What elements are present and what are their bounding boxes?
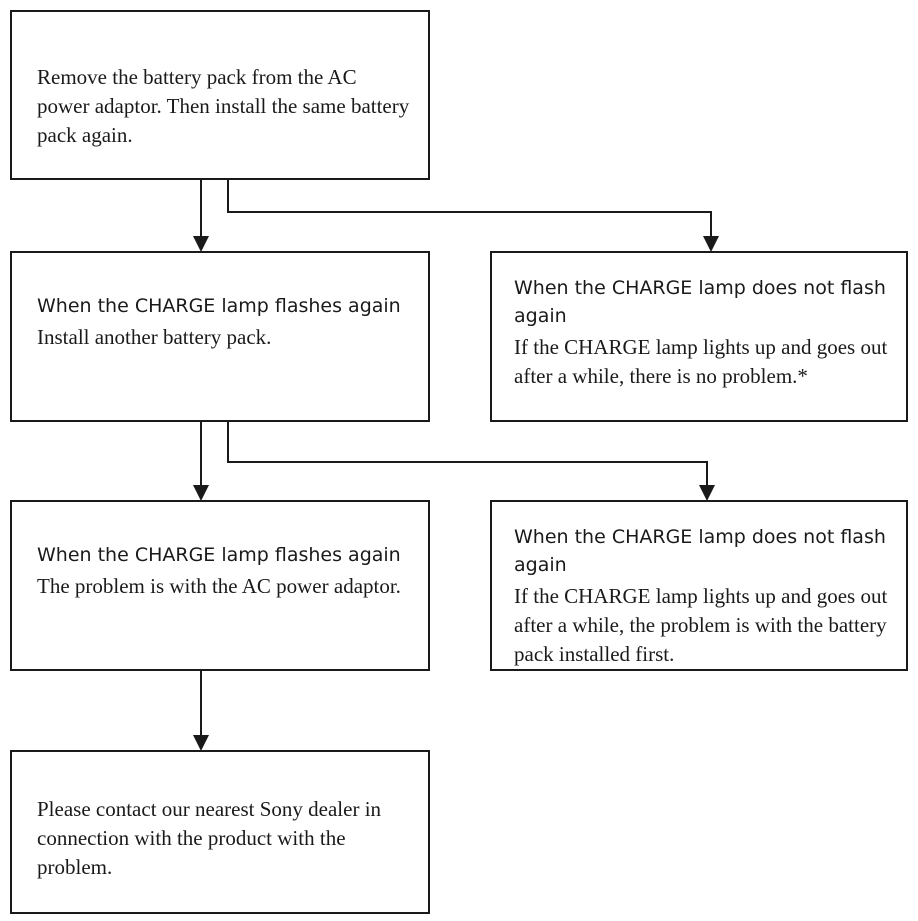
step2-no-flash-heading: When the CHARGE lamp does not flash agai… <box>514 526 886 576</box>
step2-no-flash-text: If the CHARGE lamp lights up and goes ou… <box>514 584 888 666</box>
start-box: Remove the battery pack from the AC powe… <box>10 10 430 180</box>
arrowhead-start-to-no-flash <box>703 236 719 252</box>
step1-no-flash-heading: When the CHARGE lamp does not flash agai… <box>514 277 886 327</box>
step1-no-flash-text: If the CHARGE lamp lights up and goes ou… <box>514 335 888 388</box>
arrow-flashes-to-no-flash <box>227 422 708 487</box>
step2-flashes-heading: When the CHARGE lamp flashes again <box>37 544 401 566</box>
arrowhead-start-to-flashes <box>193 236 209 252</box>
end-box: Please contact our nearest Sony dealer i… <box>10 750 430 914</box>
arrowhead-flashes-to-flashes <box>193 485 209 501</box>
step1-flashes-box: When the CHARGE lamp flashes again Insta… <box>10 251 430 422</box>
step2-flashes-text: The problem is with the AC power adaptor… <box>37 574 401 598</box>
arrow-start-to-no-flash <box>227 180 712 238</box>
step1-flashes-text: Install another battery pack. <box>37 325 272 349</box>
step1-flashes-heading: When the CHARGE lamp flashes again <box>37 295 401 317</box>
end-text: Please contact our nearest Sony dealer i… <box>37 797 382 879</box>
arrowhead-flashes-to-end <box>193 735 209 751</box>
start-text: Remove the battery pack from the AC powe… <box>37 65 410 147</box>
arrowhead-flashes-to-no-flash <box>699 485 715 501</box>
step1-no-flash-box: When the CHARGE lamp does not flash agai… <box>490 251 908 422</box>
step2-no-flash-box: When the CHARGE lamp does not flash agai… <box>490 500 908 671</box>
step2-flashes-box: When the CHARGE lamp flashes again The p… <box>10 500 430 671</box>
